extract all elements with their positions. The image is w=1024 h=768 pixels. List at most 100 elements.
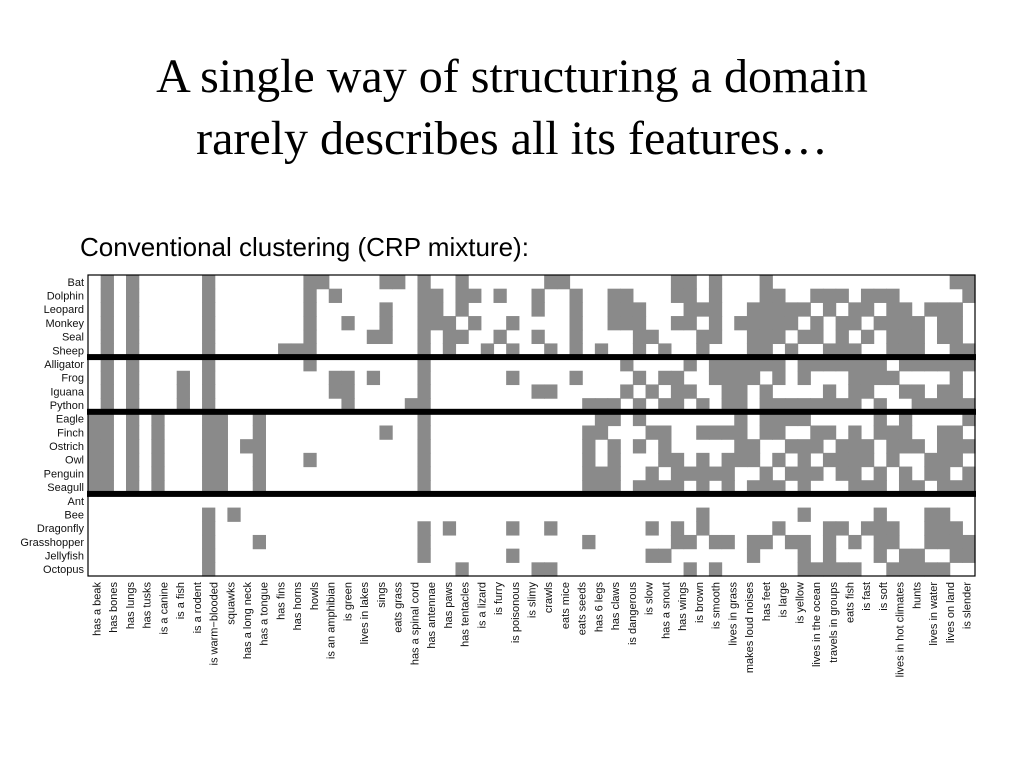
heatmap-cell [936, 521, 951, 536]
cluster-divider [87, 354, 976, 361]
heatmap-cell [417, 357, 431, 372]
heatmap-cell [784, 534, 799, 550]
heatmap-cell [151, 425, 165, 440]
heatmap-cell [442, 316, 457, 331]
heatmap-cell [303, 357, 317, 372]
heatmap-cell [924, 562, 938, 577]
cluster-divider [87, 408, 976, 415]
column-label: is warm−blooded [209, 582, 221, 665]
heatmap-cell [911, 357, 925, 372]
heatmap-cell [708, 302, 723, 317]
heatmap-cell [746, 534, 761, 550]
heatmap-cell [582, 439, 596, 454]
heatmap-cell [607, 302, 621, 317]
heatmap-cell [746, 548, 761, 563]
heatmap-cell [202, 439, 216, 454]
heatmap-cell [949, 439, 963, 454]
heatmap-cell [734, 411, 748, 427]
heatmap-cell [886, 521, 900, 536]
heatmap-cell [810, 357, 824, 372]
heatmap-cell [100, 329, 114, 345]
heatmap-cell [328, 370, 343, 386]
heatmap-cell [126, 329, 140, 345]
heatmap-cell [936, 534, 951, 550]
chart-subtitle: Conventional clustering (CRP mixture): [80, 232, 529, 262]
heatmap-cell [848, 425, 862, 440]
heatmap-cell [772, 316, 786, 331]
heatmap-cell [911, 329, 925, 345]
heatmap-cell [708, 288, 723, 303]
heatmap-cell [911, 316, 925, 331]
heatmap-cell [88, 411, 102, 427]
heatmap-cell [898, 548, 913, 563]
column-label: is an amphibian [326, 582, 338, 659]
heatmap-cell [100, 439, 114, 454]
heatmap-cell [822, 357, 837, 372]
heatmap-cell [632, 316, 647, 331]
heatmap-cell [848, 439, 862, 454]
heatmap-cell [860, 521, 875, 536]
heatmap-cell [683, 275, 697, 290]
heatmap-cell [417, 548, 431, 563]
heatmap-cell [860, 370, 875, 386]
column-label: has tentacles [460, 582, 472, 647]
heatmap-cell [708, 370, 723, 386]
heatmap-cell [759, 466, 773, 481]
heatmap-cell [746, 316, 761, 331]
heatmap-cell [924, 534, 938, 550]
heatmap-cell [848, 384, 862, 399]
column-label: crawls [543, 582, 555, 614]
heatmap-cell [734, 370, 748, 386]
heatmap-cell [759, 302, 773, 317]
heatmap-cell [100, 357, 114, 372]
heatmap-cell [936, 357, 951, 372]
column-label: lives on land [945, 582, 957, 643]
heatmap-cell [100, 452, 114, 468]
heatmap-cell [873, 507, 887, 522]
heatmap-cell [962, 288, 976, 303]
heatmap-cell [126, 370, 140, 386]
heatmap-cell [810, 425, 824, 440]
heatmap-cell [100, 384, 114, 399]
heatmap-cell [126, 357, 140, 372]
heatmap-cell [544, 562, 558, 577]
heatmap-cell [468, 316, 482, 331]
column-label: is smooth [711, 582, 723, 629]
heatmap-cell [949, 521, 963, 536]
heatmap-cell [746, 370, 761, 386]
heatmap-cell [328, 288, 343, 303]
heatmap-cell [658, 439, 672, 454]
heatmap-cell [759, 288, 773, 303]
heatmap-cell [594, 425, 609, 440]
heatmap-cell [797, 548, 811, 563]
heatmap-cell [759, 384, 773, 399]
heatmap-cell [176, 384, 190, 399]
column-label: is fast [861, 582, 873, 611]
heatmap-cell [924, 521, 938, 536]
slide-title: A single way of structuring a domain rar… [0, 46, 1024, 170]
column-label: travels in groups [828, 582, 840, 663]
heatmap-cell [455, 562, 469, 577]
heatmap-cell [949, 370, 963, 386]
heatmap-cell [962, 534, 976, 550]
heatmap-cell [100, 302, 114, 317]
heatmap-cell [202, 562, 216, 577]
heatmap-cell [898, 425, 913, 440]
column-label: is yellow [794, 582, 806, 624]
heatmap-cell [873, 411, 887, 427]
heatmap-cell [924, 302, 938, 317]
heatmap-cell [632, 329, 647, 345]
heatmap-cell [797, 562, 811, 577]
heatmap-cell [379, 329, 393, 345]
heatmap-cell [873, 466, 887, 481]
heatmap-cell [252, 411, 266, 427]
heatmap-cell [860, 439, 875, 454]
heatmap-cell [772, 329, 786, 345]
column-label: has antennae [426, 582, 438, 649]
heatmap-cell [126, 439, 140, 454]
heatmap-cell [658, 452, 672, 468]
heatmap-cell [810, 288, 824, 303]
column-label: eats grass [393, 582, 405, 633]
heatmap-cell [886, 302, 900, 317]
row-label: Seal [62, 332, 84, 344]
